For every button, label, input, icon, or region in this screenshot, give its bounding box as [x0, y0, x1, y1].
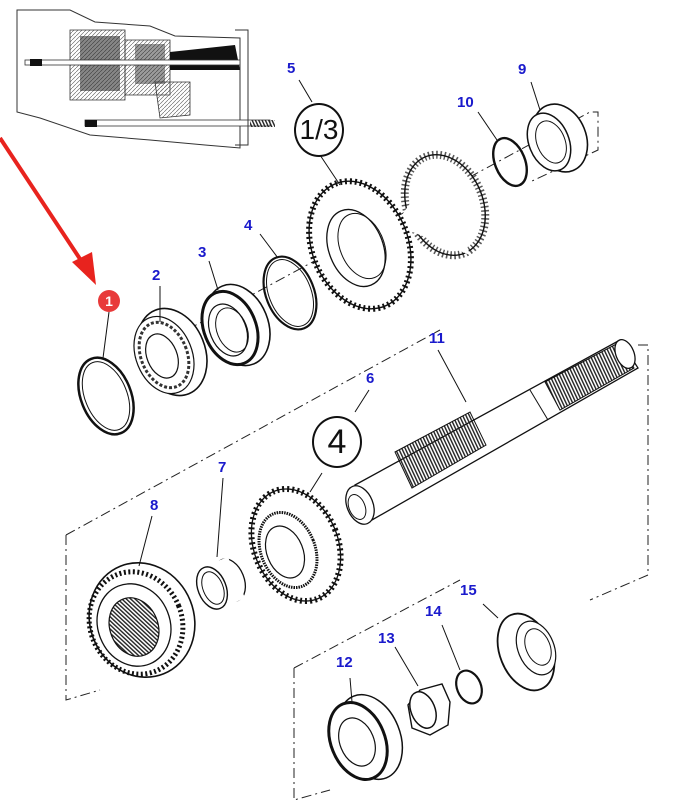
- callout-3[interactable]: 3: [198, 244, 207, 261]
- part-8-synchronizer[interactable]: [72, 547, 212, 694]
- part-1-snap-ring[interactable]: [68, 350, 144, 443]
- part-11-mainshaft[interactable]: [340, 337, 639, 529]
- part-14-o-ring[interactable]: [452, 667, 487, 708]
- callout-9[interactable]: 9: [518, 61, 527, 78]
- part-2-ball-bearing[interactable]: [123, 298, 219, 406]
- callout-7[interactable]: 7: [218, 459, 227, 476]
- inset-cross-section: [16, 9, 275, 149]
- part-3-tapered-bearing[interactable]: [192, 275, 282, 375]
- callout-11[interactable]: 11: [429, 330, 445, 347]
- part-15-seal-cover[interactable]: [487, 605, 565, 699]
- callout-12[interactable]: 12: [336, 654, 353, 671]
- leader-lines: [102, 79, 541, 703]
- callout-5[interactable]: 5: [287, 60, 296, 77]
- gear-designation-4: 4: [312, 416, 362, 468]
- highlight-arrow: [0, 136, 96, 285]
- part-5-gear-1-3[interactable]: [291, 143, 500, 325]
- part-13-hex-nut[interactable]: [405, 683, 451, 736]
- callout-2[interactable]: 2: [152, 267, 161, 284]
- callout-8[interactable]: 8: [150, 497, 159, 514]
- part-7-bushing[interactable]: [191, 554, 251, 613]
- callout-14[interactable]: 14: [425, 603, 442, 620]
- part-9-bearing-cup[interactable]: [519, 96, 597, 180]
- callout-4[interactable]: 4: [244, 217, 253, 234]
- callout-10[interactable]: 10: [457, 94, 474, 111]
- callout-6[interactable]: 6: [366, 370, 375, 387]
- part-4-snap-ring[interactable]: [254, 249, 327, 337]
- highlight-marker[interactable]: 1: [98, 290, 120, 312]
- callout-13[interactable]: 13: [378, 630, 395, 647]
- part-10-snap-ring[interactable]: [487, 133, 534, 191]
- part-12-roller-bearing[interactable]: [318, 685, 414, 789]
- part-6-gear-4[interactable]: [235, 475, 356, 614]
- gear-designation-1-3: 1/3: [294, 103, 344, 157]
- callout-15[interactable]: 15: [460, 582, 477, 599]
